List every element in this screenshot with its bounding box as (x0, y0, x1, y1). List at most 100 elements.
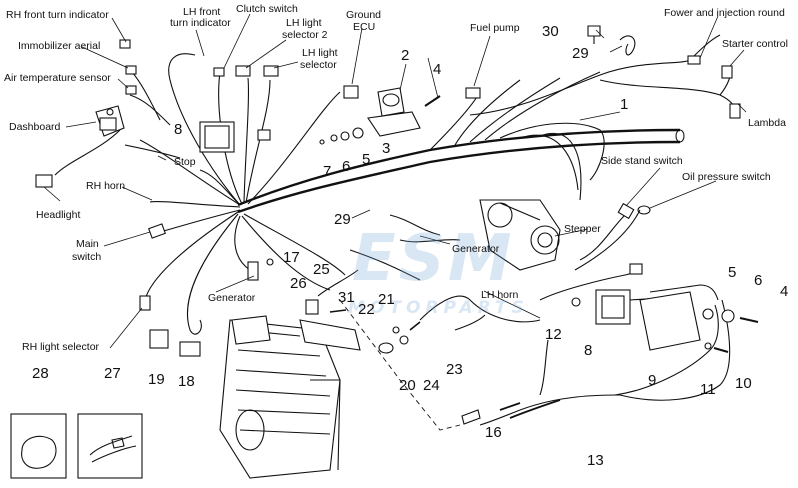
ecu-bracket (367, 87, 421, 137)
washer-12 (571, 297, 581, 307)
part-number-8-right: 8 (584, 342, 593, 359)
label-ground-ecu-line2: ECU (353, 21, 376, 33)
part-number-24: 24 (423, 377, 440, 394)
washer-5 (340, 131, 350, 141)
nut-3 (352, 127, 364, 139)
label-stop: Stop (174, 156, 196, 168)
part-number-19: 19 (148, 371, 165, 388)
lh-selector-connector (263, 65, 279, 77)
rh-light-selector-connector (139, 295, 151, 311)
cable-tie-28 (21, 435, 57, 469)
part-number-11: 11 (700, 381, 716, 398)
cable-16 (461, 409, 481, 425)
part-number-5b: 5 (728, 264, 737, 281)
label-stepper: Stepper (564, 223, 601, 235)
relay-19 (149, 329, 169, 349)
headlight-connector (35, 174, 53, 188)
part-number-4b: 4 (780, 283, 789, 300)
part-number-10: 10 (735, 375, 752, 392)
dashboard-component (95, 105, 125, 137)
part-number-5: 5 (362, 151, 371, 168)
part-number-1: 1 (620, 96, 629, 113)
label-lh-horn: LH horn (481, 289, 519, 301)
bushing-6 (330, 134, 338, 142)
spark-cap-13 (499, 399, 561, 419)
label-dashboard: Dashboard (9, 121, 61, 133)
part-number-20: 20 (399, 377, 416, 394)
clutch-connector (213, 67, 225, 77)
part-number-27: 27 (104, 365, 121, 382)
leader-lines (43, 13, 747, 349)
screw-10 (713, 347, 729, 353)
lambda-connector (729, 103, 741, 119)
label-lh-light-selector2-line2: selector 2 (282, 29, 328, 41)
relay-left (199, 121, 271, 153)
main-harness (237, 71, 685, 214)
clamp-27 (89, 435, 137, 463)
label-generator-mid: Generator (452, 243, 500, 255)
dashed-ground-line (339, 299, 461, 431)
label-lh-light-selector2-line1: LH light (286, 17, 322, 29)
label-headlight: Headlight (36, 209, 81, 221)
label-rh-light-selector: RH light selector (22, 341, 100, 353)
screw-4 (424, 95, 441, 107)
part-number-3: 3 (382, 140, 391, 157)
label-lh-light-selector-line1: LH light (302, 47, 338, 59)
part-number-18: 18 (178, 373, 195, 390)
part-number-31: 31 (338, 289, 355, 306)
part-number-16: 16 (485, 424, 502, 441)
connector-18 (179, 341, 201, 357)
label-fower-injection-round: Fower and injection round (664, 7, 785, 19)
screw-23 (409, 321, 421, 331)
part-number-25: 25 (313, 261, 330, 278)
engine-block (219, 315, 361, 479)
box-28 (10, 413, 67, 479)
part-number-17: 17 (283, 249, 300, 266)
main-switch-connector (148, 223, 166, 239)
watermark-text: MOTORPARTS (348, 298, 529, 318)
lh-selector2-connector (235, 65, 251, 77)
part-number-29-left: 29 (334, 211, 351, 228)
bracket-9 (639, 291, 701, 351)
air-temp-connector (125, 85, 137, 95)
part-number-6: 6 (342, 158, 351, 175)
part-number-28: 28 (32, 365, 49, 382)
fower-injection-connector (687, 55, 701, 65)
part-number-6b: 6 (754, 272, 763, 289)
wire-25 (317, 269, 359, 297)
washer-11 (704, 342, 712, 350)
label-starter-control: Starter control (722, 38, 788, 50)
connector-26 (305, 299, 319, 315)
part-number-30: 30 (542, 23, 559, 40)
starter-connector (721, 65, 733, 79)
label-lh-front-turn-line2: turn indicator (170, 17, 231, 29)
box-27 (77, 413, 143, 479)
part-number-22: 22 (358, 301, 375, 318)
oil-pressure-sensor (637, 205, 651, 215)
spacer-5 (702, 308, 714, 320)
part-number-26: 26 (290, 275, 307, 292)
part-number-2: 2 (401, 47, 410, 64)
rh-turn-connector (119, 39, 131, 49)
label-fuel-pump: Fuel pump (470, 22, 520, 34)
part-number-9: 9 (648, 372, 657, 389)
label-ground-ecu-line1: Ground (346, 9, 382, 21)
sensor-22 (378, 342, 394, 354)
watermark-logo: ESM (352, 222, 515, 296)
part-number-13: 13 (587, 452, 604, 469)
screw-31 (329, 309, 347, 313)
clip-29-top (619, 35, 636, 56)
screw-4b (739, 317, 759, 323)
label-immobilizer-aerial: Immobilizer aerial (18, 40, 101, 52)
label-lh-light-selector-line2: selector (300, 59, 337, 71)
part-number-8-left: 8 (174, 121, 183, 138)
label-clutch-switch: Clutch switch (236, 3, 298, 15)
part-number-21: 21 (378, 291, 395, 308)
generator-connector-17 (247, 258, 274, 281)
part-number-12: 12 (545, 326, 562, 343)
immobilizer-connector (125, 65, 137, 75)
side-stand-connector (617, 202, 635, 220)
spacer-20 (399, 335, 409, 345)
